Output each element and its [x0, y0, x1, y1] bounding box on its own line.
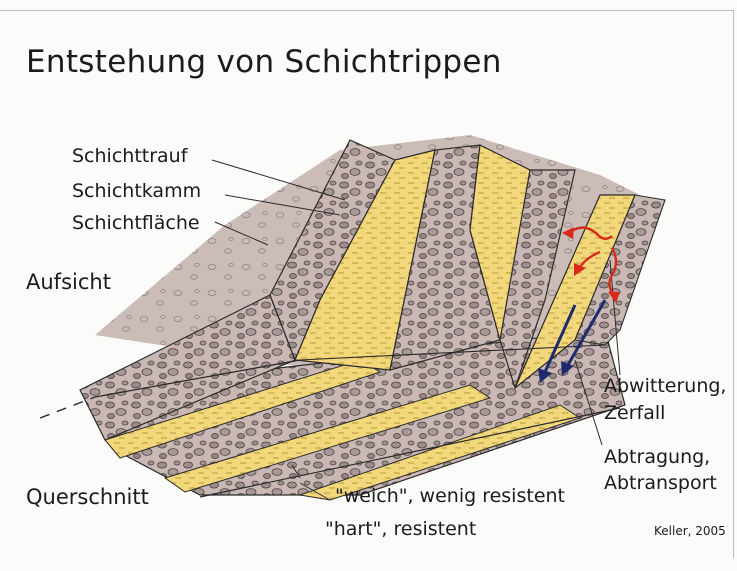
label-zerfall: Zerfall — [604, 402, 665, 424]
label-abtragung: Abtragung, — [604, 446, 710, 468]
label-abwitterung: Abwitterung, — [604, 375, 726, 397]
label-schichtflaeche: Schichtfläche — [72, 212, 200, 234]
label-schichtkamm: Schichtkamm — [72, 180, 201, 202]
label-querschnitt: Querschnitt — [26, 485, 149, 509]
label-schichttrauf: Schichttrauf — [72, 145, 187, 167]
label-abtransport: Abtransport — [604, 472, 717, 494]
credit-text: Keller, 2005 — [654, 524, 726, 538]
label-aufsicht: Aufsicht — [26, 270, 111, 294]
label-weich: "weich", wenig resistent — [335, 485, 565, 507]
label-hart: "hart", resistent — [325, 518, 476, 540]
